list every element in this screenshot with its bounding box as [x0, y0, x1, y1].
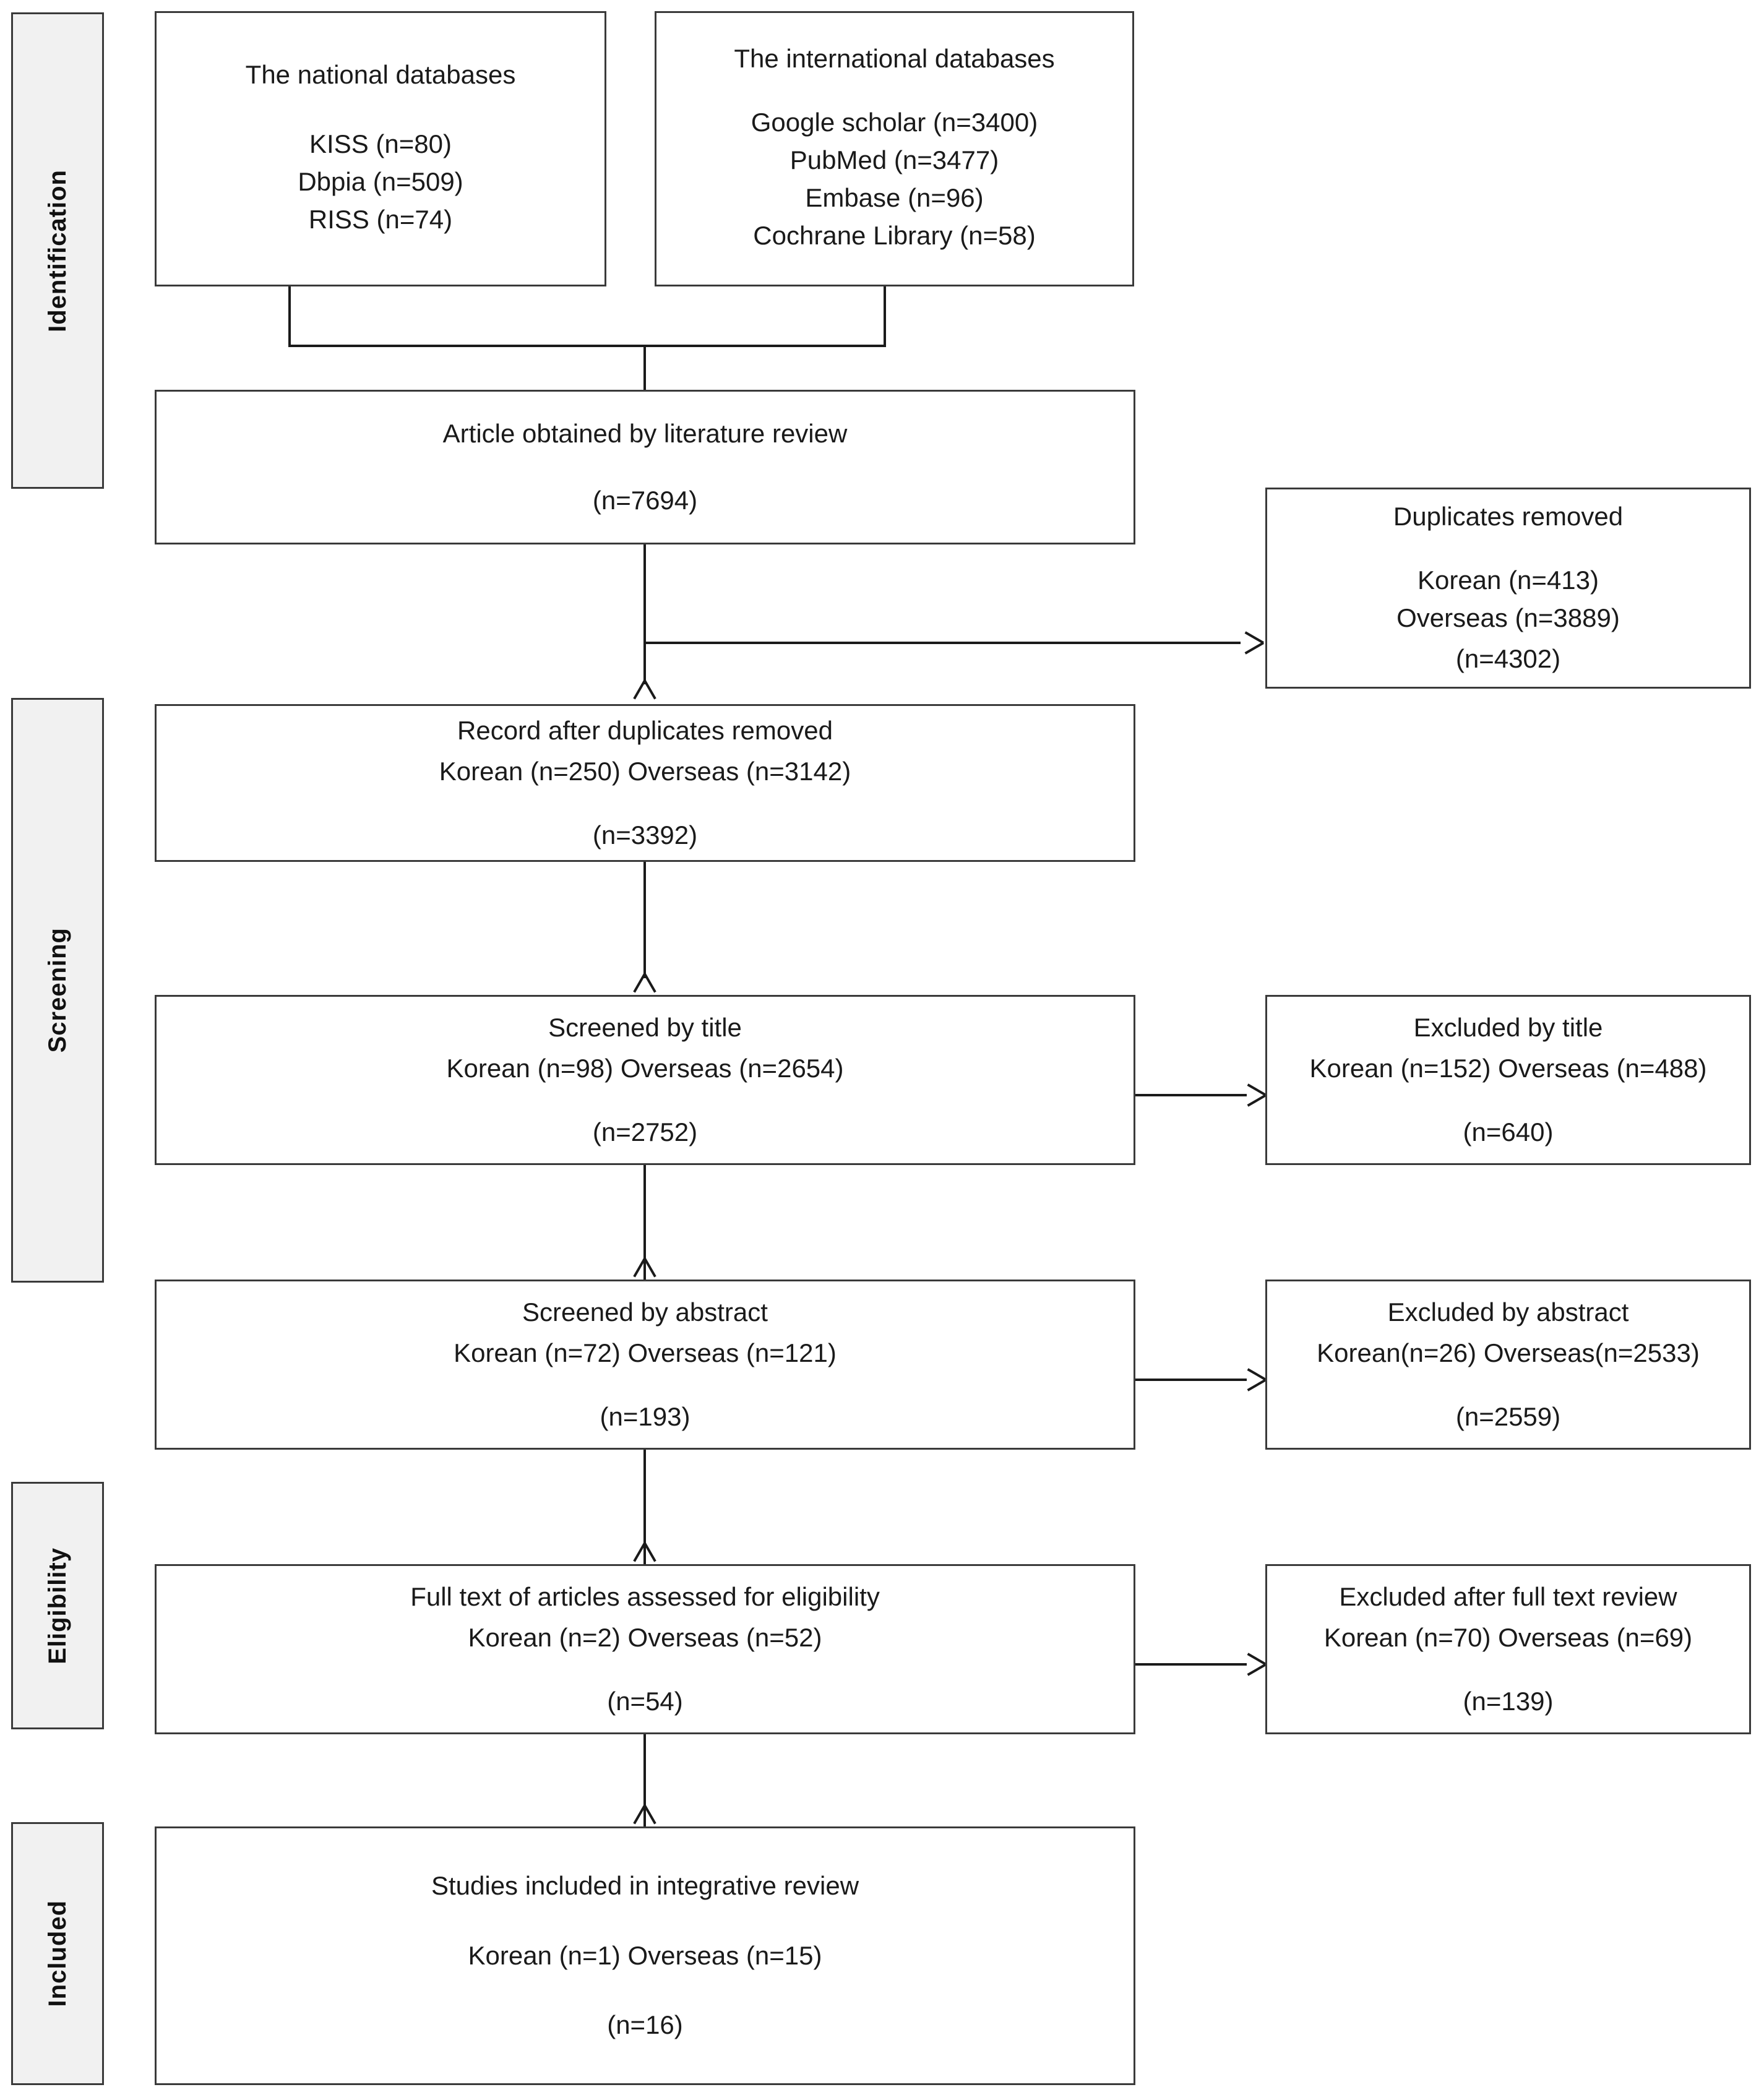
step-full-text-total: (n=54) — [607, 1686, 683, 1716]
phase-label-eligibility-text: Eligibility — [43, 1547, 71, 1664]
phase-label-included-text: Included — [43, 1900, 71, 2007]
exclusion-box-duplicates-removed: Duplicates removed Korean (n=413) Overse… — [1265, 488, 1751, 689]
connector-international-drop — [884, 286, 886, 347]
step-full-text-breakdown: Korean (n=2) Overseas (n=52) — [468, 1623, 822, 1653]
exclusion-duplicates-line2: Overseas (n=3889) — [1396, 603, 1620, 632]
step-full-text-title: Full text of articles assessed for eligi… — [410, 1581, 880, 1611]
source-national-title: The national databases — [245, 59, 516, 89]
step-screened-abstract-title: Screened by abstract — [522, 1297, 768, 1327]
exclusion-box-excluded-abstract: Excluded by abstract Korean(n=26) Overse… — [1265, 1280, 1751, 1450]
step-box-included-studies: Studies included in integrative review K… — [155, 1826, 1135, 2085]
step-screened-abstract-total: (n=193) — [600, 1401, 691, 1431]
step-box-full-text: Full text of articles assessed for eligi… — [155, 1564, 1135, 1734]
connector-to-excluded-fulltext — [1135, 1663, 1247, 1666]
exclusion-title-breakdown: Korean (n=152) Overseas (n=488) — [1309, 1054, 1707, 1083]
connector-to-duplicates — [643, 642, 1241, 644]
step-included-title: Studies included in integrative review — [431, 1871, 859, 1901]
source-national-item-1: Dbpia (n=509) — [298, 167, 463, 197]
step-box-after-duplicates: Record after duplicates removed Korean (… — [155, 704, 1135, 862]
exclusion-fulltext-title: Excluded after full text review — [1339, 1581, 1677, 1611]
arrow-down-icon-to-screened-abstract — [632, 1258, 657, 1280]
source-international-item-2: Embase (n=96) — [805, 183, 984, 212]
exclusion-box-excluded-title: Excluded by title Korean (n=152) Oversea… — [1265, 995, 1751, 1165]
exclusion-abstract-breakdown: Korean(n=26) Overseas(n=2533) — [1317, 1338, 1700, 1368]
step-screened-abstract-breakdown: Korean (n=72) Overseas (n=121) — [454, 1338, 837, 1368]
step-after-duplicates-title: Record after duplicates removed — [457, 715, 833, 745]
step-screened-title-breakdown: Korean (n=98) Overseas (n=2654) — [446, 1054, 844, 1083]
arrow-right-icon-to-excluded-fulltext — [1245, 1652, 1266, 1677]
arrow-down-icon-to-records — [632, 681, 657, 702]
source-international-item-0: Google scholar (n=3400) — [751, 107, 1038, 137]
arrow-right-icon-to-excluded-abstract — [1245, 1367, 1266, 1392]
source-international-item-3: Cochrane Library (n=58) — [753, 220, 1036, 250]
exclusion-duplicates-title: Duplicates removed — [1393, 502, 1624, 531]
exclusion-title-total: (n=640) — [1463, 1117, 1554, 1146]
exclusion-title-title: Excluded by title — [1413, 1012, 1603, 1042]
phase-label-identification-text: Identification — [43, 169, 71, 332]
connector-to-excluded-title — [1135, 1094, 1247, 1096]
exclusion-fulltext-breakdown: Korean (n=70) Overseas (n=69) — [1323, 1623, 1693, 1653]
arrow-down-icon-to-screened-title — [632, 974, 657, 995]
connector-merge-to-article — [643, 345, 646, 392]
step-after-duplicates-breakdown: Korean (n=250) Overseas (n=3142) — [439, 757, 851, 786]
connector-to-included — [643, 1734, 646, 1828]
source-national-item-2: RISS (n=74) — [308, 205, 453, 234]
arrow-down-icon-to-included — [632, 1805, 657, 1826]
phase-label-screening: Screening — [11, 698, 104, 1283]
source-national-item-0: KISS (n=80) — [309, 129, 452, 159]
step-included-total: (n=16) — [607, 2010, 683, 2040]
step-box-article-obtained: Article obtained by literature review (n… — [155, 390, 1135, 544]
phase-label-included: Included — [11, 1822, 104, 2085]
connector-merge-horizontal — [288, 345, 886, 347]
step-box-screened-title: Screened by title Korean (n=98) Overseas… — [155, 995, 1135, 1165]
source-box-international: The international databases Google schol… — [655, 11, 1134, 286]
step-box-screened-abstract: Screened by abstract Korean (n=72) Overs… — [155, 1280, 1135, 1450]
step-article-obtained-title: Article obtained by literature review — [442, 418, 848, 448]
phase-label-eligibility: Eligibility — [11, 1482, 104, 1729]
connector-to-screened-title — [643, 862, 646, 978]
arrow-right-icon-to-duplicates — [1242, 630, 1263, 655]
phase-label-identification: Identification — [11, 12, 104, 489]
exclusion-fulltext-total: (n=139) — [1463, 1686, 1554, 1716]
step-article-obtained-total: (n=7694) — [592, 486, 698, 515]
arrow-down-icon-to-full-text — [632, 1543, 657, 1564]
connector-national-drop — [288, 286, 291, 347]
step-included-breakdown: Korean (n=1) Overseas (n=15) — [468, 1940, 822, 1970]
arrow-right-icon-to-excluded-title — [1245, 1083, 1266, 1108]
step-screened-title-total: (n=2752) — [592, 1117, 698, 1146]
step-after-duplicates-total: (n=3392) — [592, 820, 698, 850]
source-box-national: The national databases KISS (n=80) Dbpia… — [155, 11, 606, 286]
connector-article-down — [643, 544, 646, 684]
connector-to-screened-abstract — [643, 1165, 646, 1281]
source-international-title: The international databases — [734, 44, 1055, 74]
exclusion-duplicates-total: (n=4302) — [1455, 644, 1561, 674]
connector-to-excluded-abstract — [1135, 1379, 1247, 1381]
exclusion-duplicates-line1: Korean (n=413) — [1417, 565, 1599, 595]
exclusion-abstract-total: (n=2559) — [1455, 1401, 1561, 1431]
phase-label-screening-text: Screening — [43, 927, 71, 1053]
exclusion-box-excluded-fulltext: Excluded after full text review Korean (… — [1265, 1564, 1751, 1734]
step-screened-title-title: Screened by title — [548, 1012, 742, 1042]
exclusion-abstract-title: Excluded by abstract — [1387, 1297, 1629, 1327]
source-international-item-1: PubMed (n=3477) — [789, 145, 999, 174]
connector-to-full-text — [643, 1450, 646, 1566]
